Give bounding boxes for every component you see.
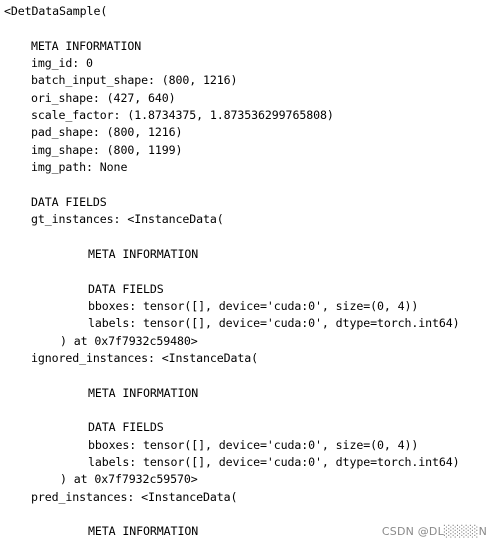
console-line-blank: [4, 263, 499, 280]
console-line-blank: [4, 176, 499, 193]
console-line: META INFORMATION: [88, 246, 199, 261]
console-line: DATA FIELDS: [88, 281, 164, 296]
console-line: META INFORMATION: [88, 385, 199, 400]
console-line: pred_instances: <InstanceData(: [31, 489, 238, 504]
console-line: META INFORMATION: [88, 524, 199, 538]
csdn-watermark: CSDN @DL░░░░N: [381, 525, 487, 538]
console-line-blank: [4, 402, 499, 419]
console-line: scale_factor: (1.8734375, 1.873536299765…: [31, 108, 334, 123]
console-line-blank: [4, 20, 499, 37]
console-line: img_path: None: [31, 160, 128, 175]
console-line: ) at 0x7f7932c59570>: [60, 472, 198, 487]
console-line-blank: [4, 367, 499, 384]
console-line: DATA FIELDS: [88, 420, 164, 435]
console-line: img_shape: (800, 1199): [31, 142, 183, 157]
console-line-blank: [4, 228, 499, 245]
console-line: pad_shape: (800, 1216): [31, 125, 183, 140]
console-line: META INFORMATION: [31, 38, 142, 53]
console-line: ori_shape: (427, 640): [31, 90, 176, 105]
console-line: <DetDataSample(: [4, 4, 108, 18]
console-line: img_id: 0: [31, 56, 93, 71]
console-line: labels: tensor([], device='cuda:0', dtyp…: [88, 316, 460, 331]
console-line: bboxes: tensor([], device='cuda:0', size…: [88, 298, 419, 313]
console-line-blank: [4, 506, 499, 523]
console-line: ignored_instances: <InstanceData(: [31, 350, 259, 365]
console-output: <DetDataSample( META INFORMATION img_id:…: [4, 3, 499, 538]
console-line: DATA FIELDS: [31, 194, 107, 209]
console-line: bboxes: tensor([], device='cuda:0', size…: [88, 437, 419, 452]
console-line: ) at 0x7f7932c59480>: [60, 333, 198, 348]
console-line: batch_input_shape: (800, 1216): [31, 73, 238, 88]
console-line: gt_instances: <InstanceData(: [31, 212, 224, 227]
console-line: labels: tensor([], device='cuda:0', dtyp…: [88, 454, 460, 469]
